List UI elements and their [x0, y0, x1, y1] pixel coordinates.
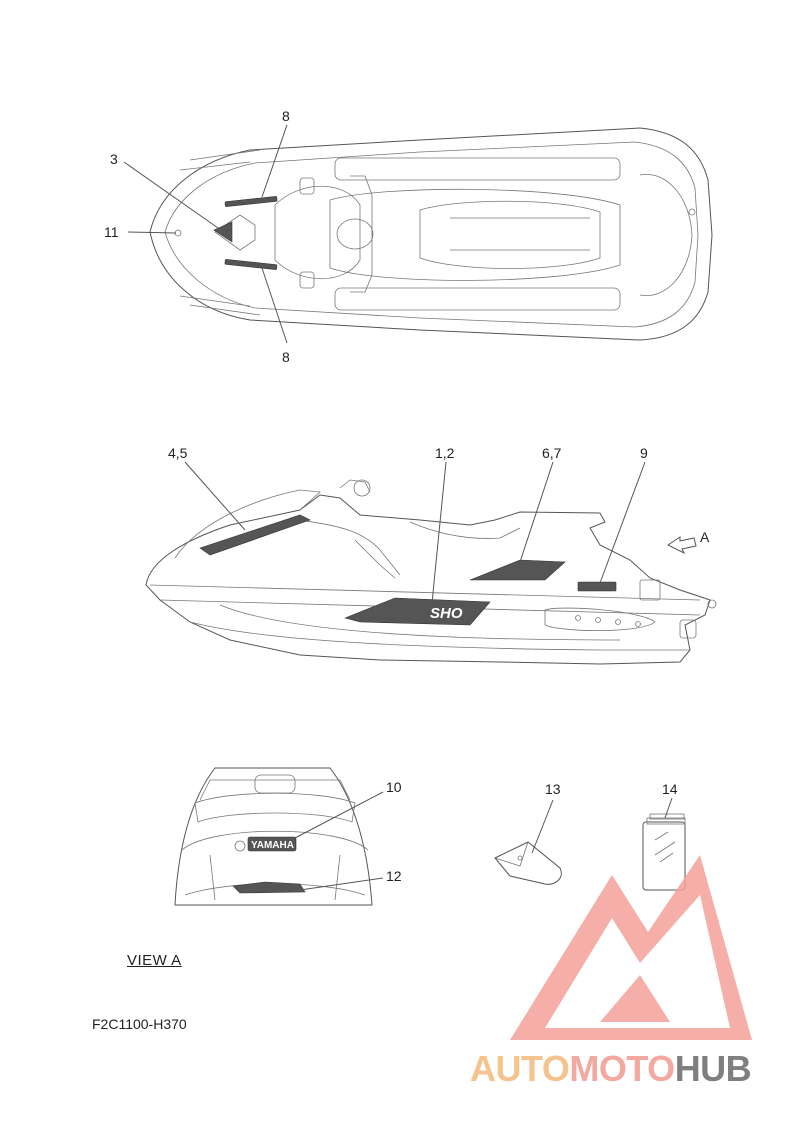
watermark-auto: AUTO [470, 1048, 570, 1089]
leader-45 [184, 461, 246, 531]
callout-12: 12 [386, 868, 402, 884]
leader-67 [519, 461, 554, 563]
watermark-logo-icon [510, 855, 752, 1040]
callout-9: 9 [640, 445, 648, 461]
watermark-text: AUTOMOTOHUB [470, 1048, 752, 1090]
leader-13 [531, 799, 554, 854]
leader-10 [294, 791, 384, 839]
leader-12 [431, 461, 447, 604]
top-view-watercraft [149, 127, 713, 341]
leader-14 [664, 797, 673, 819]
leader-9 [599, 461, 646, 584]
yamaha-decal-text: YAMAHA [251, 840, 294, 851]
reference-code: F2C1100-H370 [92, 1016, 187, 1032]
document-holder-part [642, 813, 686, 891]
side-view-watercraft: SHO [145, 479, 717, 665]
pouch-part [494, 841, 562, 885]
callout-13: 13 [545, 781, 561, 797]
callout-A: A [700, 529, 710, 545]
callout-1-2: 1,2 [435, 445, 455, 461]
callout-6-7: 6,7 [542, 445, 562, 461]
leader-8-bottom [261, 267, 288, 344]
view-a-label: VIEW A [127, 952, 182, 969]
callout-8-top: 8 [282, 108, 290, 124]
callout-14: 14 [662, 781, 678, 797]
callout-11: 11 [104, 224, 119, 240]
callout-10: 10 [386, 779, 402, 795]
rear-view-watercraft: YAMAHA [174, 767, 373, 906]
leader-8-top [261, 124, 288, 198]
watermark-hub: HUB [674, 1048, 752, 1089]
sho-decal-text: SHO [430, 605, 463, 622]
leader-3 [123, 161, 219, 229]
callout-4-5: 4,5 [168, 445, 188, 461]
watermark-moto: MOTO [569, 1048, 675, 1089]
callout-3: 3 [110, 151, 118, 167]
view-a-arrow-icon [667, 536, 697, 555]
leader-11 [127, 231, 177, 234]
leader-12b [299, 877, 384, 891]
callout-8-bottom: 8 [282, 349, 290, 365]
